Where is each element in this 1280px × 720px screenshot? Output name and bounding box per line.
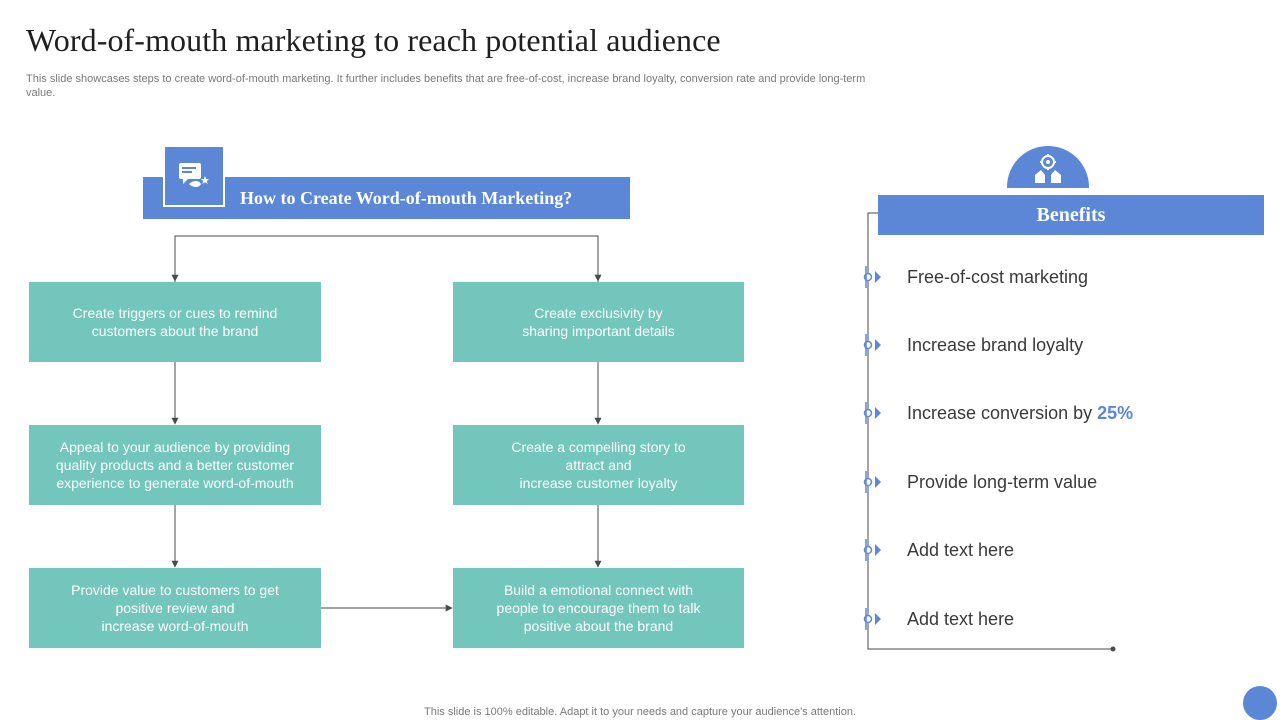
benefit-text: Provide long-term value xyxy=(907,472,1098,492)
benefit-text: Increase conversion by xyxy=(907,403,1098,423)
left-step-1: Create triggers or cues to remind custom… xyxy=(29,282,321,362)
benefit-text: Add text here xyxy=(907,540,1015,560)
flow-header-title: How to Create Word-of-mouth Marketing? xyxy=(240,188,573,208)
slide-subtitle: This slide showcases steps to create wor… xyxy=(26,73,866,99)
benefits-timeline xyxy=(867,212,1113,650)
slide-title: Word-of-mouth marketing to reach potenti… xyxy=(26,22,721,58)
benefit-item-1: Free-of-cost marketing xyxy=(907,263,1088,291)
feedback-chat-icon xyxy=(163,145,225,207)
slide-footer: This slide is 100% editable. Adapt it to… xyxy=(424,706,856,718)
right-step-3: Build a emotional connect with people to… xyxy=(453,568,744,648)
benefits-title: Benefits xyxy=(878,195,1264,235)
benefit-item-6: Add text here xyxy=(907,605,1014,633)
split-connector xyxy=(174,235,599,282)
benefit-text: Increase brand loyalty xyxy=(907,335,1084,355)
benefit-highlight: 25% xyxy=(1097,403,1134,423)
timeline-end-dot xyxy=(1110,646,1116,652)
benefit-item-2: Increase brand loyalty xyxy=(907,331,1083,359)
right-step-2: Create a compelling story to attract and… xyxy=(453,425,744,505)
page-indicator-dot xyxy=(1243,686,1277,720)
left-step-2: Appeal to your audience by providing qua… xyxy=(29,425,321,505)
right-step-1: Create exclusivity by sharing important … xyxy=(453,282,744,362)
benefit-text: Add text here xyxy=(907,609,1015,629)
benefit-item-4: Provide long-term value xyxy=(907,468,1097,496)
benefit-text: Free-of-cost marketing xyxy=(907,267,1089,287)
left-step-3: Provide value to customers to get positi… xyxy=(29,568,321,648)
benefit-item-5: Add text here xyxy=(907,536,1014,564)
benefit-item-3: Increase conversion by 25% xyxy=(907,399,1133,427)
